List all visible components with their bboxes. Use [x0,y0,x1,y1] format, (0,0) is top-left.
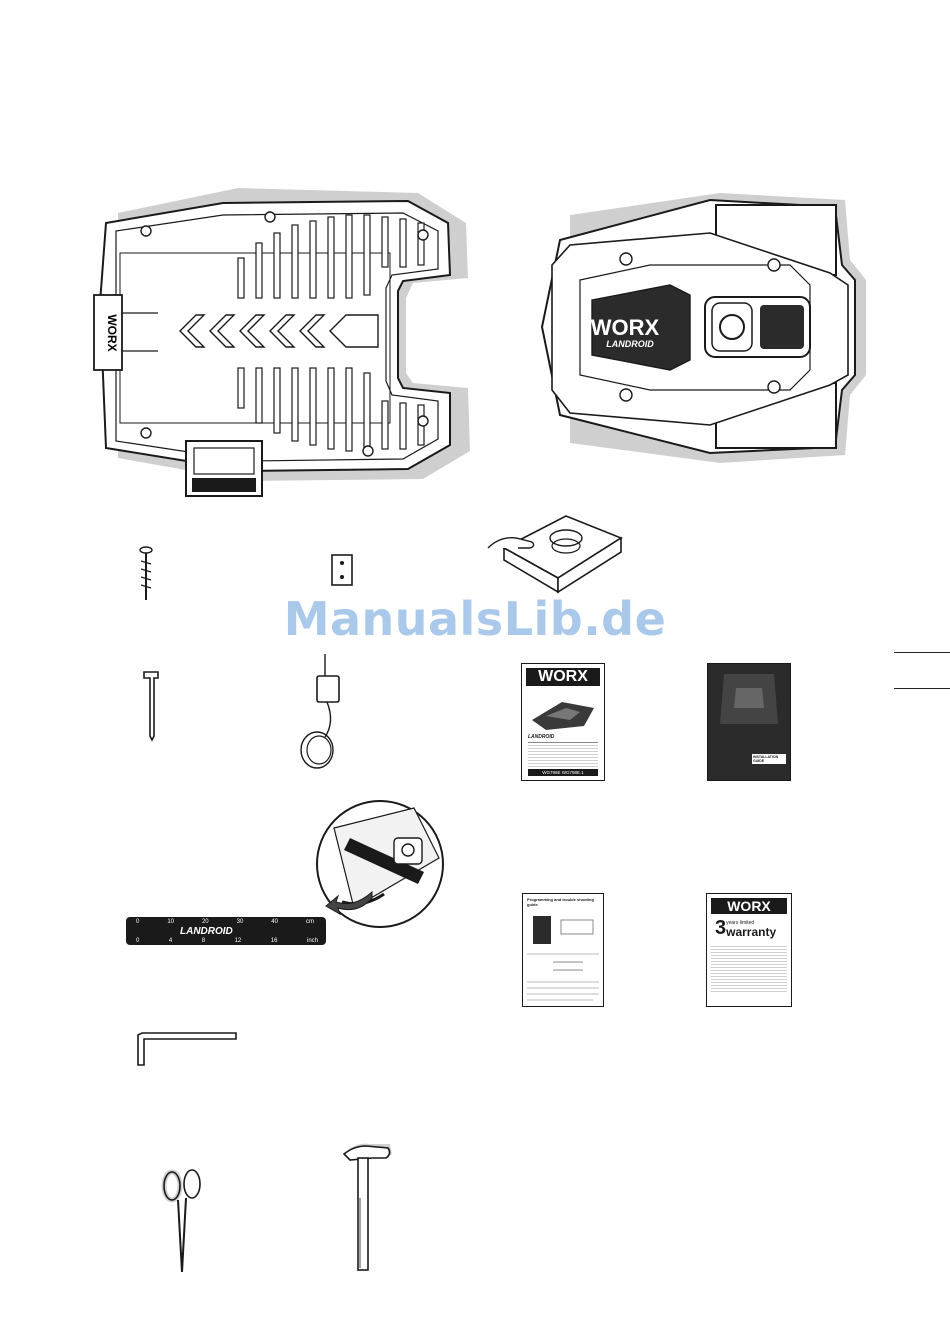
warranty-card: WORX 3 years limited warranty [706,893,792,1007]
watermark: ManualsLib.de [0,592,950,646]
ruler-inch-label: 0 [136,938,139,944]
mounting-plate-illustration [330,553,354,587]
blade-box-illustration [486,508,628,598]
installation-guide-booklet: INSTALLATION GUIDE [707,663,791,781]
ruler-cm-scale: 0 10 20 30 40 cm [136,919,314,925]
base-brand-text: WORX [105,314,119,351]
ruler-cm-label: 10 [167,919,174,925]
robot-mower-top-illustration: WORX LANDROID [530,185,870,470]
user-manual-booklet: WORX LANDROID WG796E WG798E.1 [521,663,605,781]
ruler-inch-scale: 0 4 8 12 16 inch [136,938,318,944]
ruler-inch-unit: inch [307,938,318,944]
installation-guide-title: INSTALLATION GUIDE [752,754,786,764]
user-manual-product: LANDROID [528,734,604,740]
peg-illustration [140,668,164,742]
user-manual-footer: WG796E WG798E.1 [528,769,598,776]
insert-arrow-icon [324,886,374,916]
ruler-cm-label: 0 [136,919,139,925]
mower-image [522,690,604,734]
user-manual-brand: WORX [526,668,600,686]
robot-brand-text: WORX [591,315,660,340]
quick-guide-title: Programming and trouble shooting guide [527,897,599,907]
quick-guide-sheet: Programming and trouble shooting guide [522,893,604,1007]
scissors-illustration [160,1168,206,1276]
side-divider [894,652,950,653]
warranty-years: 3 [715,918,726,938]
measuring-ruler: 0 10 20 30 40 cm LANDROID 0 4 8 12 16 in… [126,917,326,945]
hex-key-illustration [136,1025,240,1067]
docking-base-illustration: WORX [88,183,473,503]
robot-model-text: LANDROID [606,339,654,349]
ruler-cm-label: 20 [202,919,209,925]
side-divider [894,688,950,689]
ruler-inch-label: 4 [169,938,172,944]
power-supply-illustration [295,652,355,772]
warranty-word: warranty [726,926,776,938]
ruler-inch-label: 12 [235,938,242,944]
ruler-brand: LANDROID [180,926,233,937]
ruler-inch-label: 16 [271,938,278,944]
robot-image [708,664,790,734]
warranty-brand: WORX [711,898,787,914]
hammer-illustration [342,1138,394,1274]
quick-guide-content [523,910,603,1010]
ruler-cm-label: 30 [237,919,244,925]
ruler-cm-label: 40 [271,919,278,925]
ruler-inch-label: 8 [202,938,205,944]
ruler-cm-unit: cm [306,919,314,925]
